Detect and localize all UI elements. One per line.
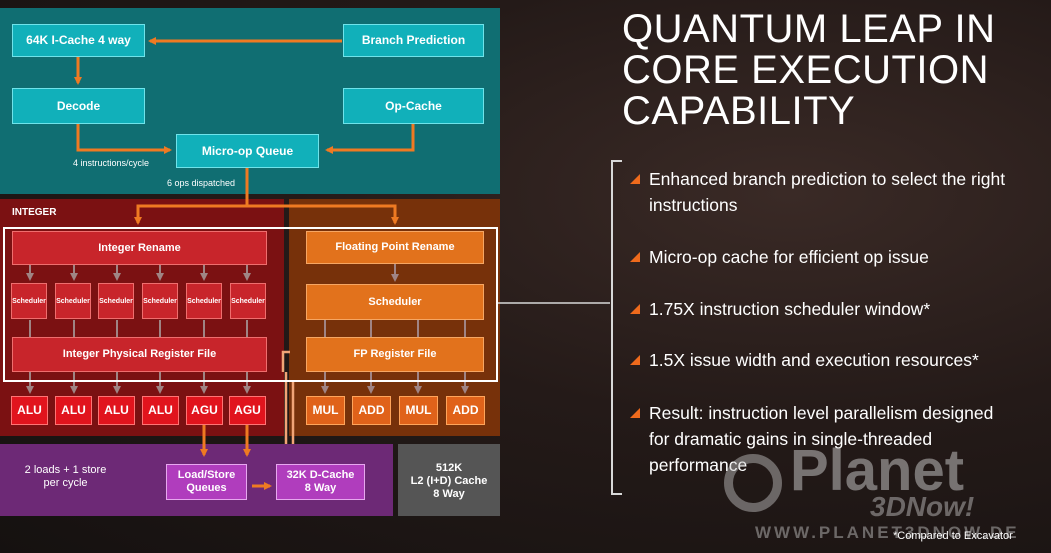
integer-scheduler-5: Scheduler: [230, 283, 266, 319]
loads-store-label: 2 loads + 1 store per cycle: [24, 464, 107, 489]
l2-cache-box: 512K L2 (I+D) Cache 8 Way: [410, 461, 488, 500]
integer-unit-5: AGU: [229, 396, 266, 425]
watermark-url: WWW.PLANET3DNOW.DE: [755, 523, 1020, 542]
bullet-triangle-icon: [630, 355, 640, 365]
integer-unit-3: ALU: [142, 396, 179, 425]
integer-scheduler-2: Scheduler: [98, 283, 134, 319]
decode-box: Decode: [12, 88, 145, 124]
op-cache-box: Op-Cache: [343, 88, 484, 124]
fp-register-file-box: FP Register File: [306, 337, 484, 372]
fp-rename-box: Floating Point Rename: [306, 231, 484, 264]
micro-op-queue-box: Micro-op Queue: [176, 134, 319, 168]
fp-unit-1: ADD: [352, 396, 391, 425]
integer-register-file-box: Integer Physical Register File: [12, 337, 267, 372]
integer-scheduler-4: Scheduler: [186, 283, 222, 319]
branch-prediction-box: Branch Prediction: [343, 24, 484, 57]
footnote: *Compared to Excavator: [893, 530, 1013, 542]
highlight-frame: [3, 227, 498, 382]
slide-title: QUANTUM LEAP IN CORE EXECUTION CAPABILIT…: [622, 7, 996, 133]
integer-unit-2: ALU: [98, 396, 135, 425]
integer-unit-4: AGU: [186, 396, 223, 425]
integer-label: INTEGER: [12, 207, 57, 218]
fp-unit-0: MUL: [306, 396, 345, 425]
dcache-box: 32K D-Cache 8 Way: [276, 464, 365, 500]
watermark-ring-icon: [724, 454, 782, 512]
integer-rename-box: Integer Rename: [12, 231, 267, 265]
l2-region: [398, 444, 500, 516]
instructions-per-cycle-label: 4 instructions/cycle: [73, 158, 150, 168]
ops-dispatched-label: 6 ops dispatched: [167, 178, 236, 188]
integer-unit-1: ALU: [55, 396, 92, 425]
fp-unit-2: MUL: [399, 396, 438, 425]
watermark-sub: 3DNow!: [870, 491, 975, 522]
bullet-triangle-icon: [630, 304, 640, 314]
bullet-triangle-icon: [630, 174, 640, 184]
bullet-triangle-icon: [630, 252, 640, 262]
integer-scheduler-3: Scheduler: [142, 283, 178, 319]
integer-unit-0: ALU: [11, 396, 48, 425]
watermark-word: Planet: [790, 438, 965, 503]
load-store-queues-box: Load/Store Queues: [166, 464, 247, 500]
integer-scheduler-1: Scheduler: [55, 283, 91, 319]
icache-box: 64K I-Cache 4 way: [12, 24, 145, 57]
watermark-logo: Planet 3DNow! WWW.PLANET3DNOW.DE: [720, 438, 1050, 542]
fp-scheduler-box: Scheduler: [306, 284, 484, 320]
bullet-triangle-icon: [630, 408, 640, 418]
fp-unit-3: ADD: [446, 396, 485, 425]
integer-scheduler-0: Scheduler: [11, 283, 47, 319]
